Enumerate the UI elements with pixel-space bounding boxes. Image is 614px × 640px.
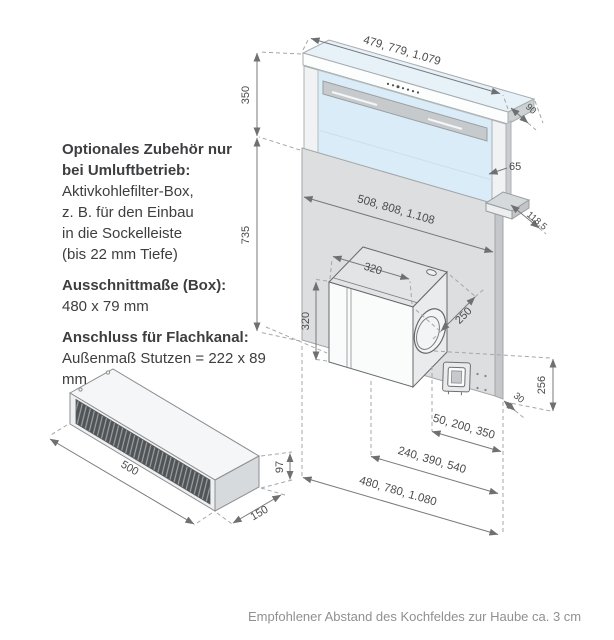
- dim-outlet-offsets: 50, 200, 350: [431, 412, 496, 441]
- duct-value: Außenmaß Stutzen = 222 x 89 mm: [62, 350, 266, 388]
- back-panel-side: [494, 203, 504, 400]
- duct-outlet-inner: [416, 316, 440, 350]
- glass-reflection-line: [317, 129, 493, 181]
- dim-box-front-height: 320: [300, 312, 312, 330]
- clearance-hint: Empfohlener Abstand des Kochfeldes zur H…: [248, 609, 582, 624]
- dim-socket-height: 256: [536, 376, 548, 394]
- box-top-seam: [333, 277, 418, 304]
- filter-box-side: [214, 455, 260, 512]
- note-body-line: Aktivkohlefilter-Box,: [62, 183, 194, 200]
- dim-panel-height: 735: [240, 226, 252, 244]
- dim-glass-height: 350: [240, 86, 252, 104]
- note-heading-line: Optionales Zubehör nur: [62, 141, 233, 158]
- cutout-heading: Ausschnittmaße (Box):: [62, 277, 227, 294]
- duct-heading: Anschluss für Flachkanal:: [62, 329, 249, 346]
- dim-filter-height: 97: [274, 461, 286, 473]
- hood-left-column: [303, 65, 319, 162]
- note-body-line: (bis 22 mm Tiefe): [62, 246, 178, 263]
- dim-box-top-width: 320: [362, 261, 383, 278]
- note-heading-line: bei Umluftbetrieb:: [62, 162, 191, 179]
- dim-flange-depth: 118,5: [524, 209, 549, 232]
- intake-slot: [427, 117, 463, 131]
- dim-base-widths: 480, 780, 1.080: [358, 475, 438, 509]
- panel-fixing-dots: [476, 372, 487, 392]
- note-body-line: in die Sockelleiste: [62, 225, 183, 242]
- filter-box-screw: [105, 370, 111, 375]
- dim-duct-offsets: 240, 390, 540: [396, 445, 467, 476]
- cutout-value: 480 x 79 mm: [62, 298, 149, 315]
- dim-side-trim: 65: [509, 161, 521, 173]
- blower-box: [328, 246, 448, 389]
- dim-filter-depth: 150: [249, 504, 271, 524]
- power-socket: [442, 361, 471, 396]
- note-body-line: z. B. für den Einbau: [62, 204, 194, 221]
- accessory-note: Optionales Zubehör nur bei Umluftbetrieb…: [62, 139, 292, 400]
- filter-box-screw: [78, 387, 83, 392]
- box-top-vent: [426, 269, 437, 276]
